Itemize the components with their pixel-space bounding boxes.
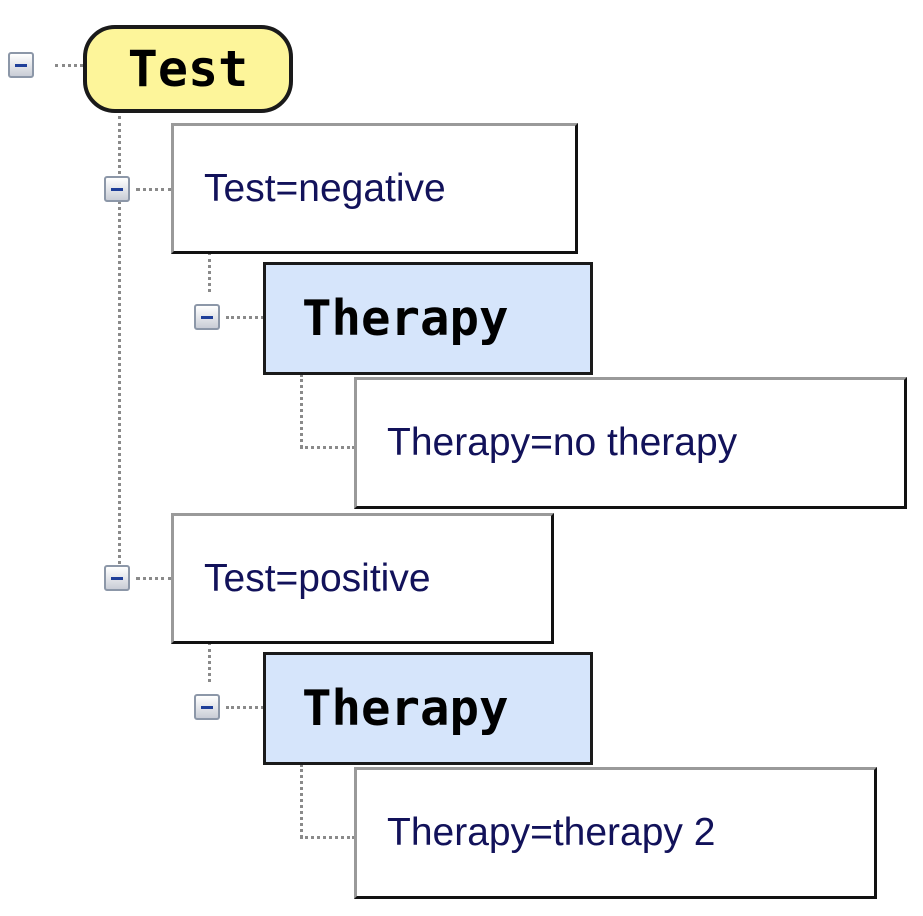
connector-line <box>136 577 172 580</box>
connector-line <box>55 64 83 67</box>
chance-node-label: Test <box>127 40 249 98</box>
leaf-node-no-therapy[interactable]: Therapy=no therapy <box>354 377 907 509</box>
leaf-node-label: Therapy=therapy 2 <box>387 811 716 854</box>
state-node-label: Test=negative <box>204 166 446 210</box>
collapse-toggle-test-positive[interactable] <box>104 565 130 591</box>
state-node-test-positive[interactable]: Test=positive <box>171 513 554 644</box>
connector-line <box>118 116 121 576</box>
chance-node-test[interactable]: Test <box>83 25 293 113</box>
collapse-toggle-therapy-1[interactable] <box>194 304 220 330</box>
decision-node-therapy-1[interactable]: Therapy <box>263 262 593 375</box>
connector-line <box>300 374 303 448</box>
decision-node-label: Therapy <box>302 290 509 347</box>
connector-line <box>208 252 211 292</box>
connector-line <box>208 642 211 682</box>
collapse-toggle-therapy-2[interactable] <box>194 694 220 720</box>
collapse-toggle-test-negative[interactable] <box>104 176 130 202</box>
connector-line <box>300 446 355 449</box>
decision-node-label: Therapy <box>302 680 509 737</box>
decision-node-therapy-2[interactable]: Therapy <box>263 652 593 765</box>
connector-line <box>136 188 172 191</box>
leaf-node-label: Therapy=no therapy <box>387 421 738 464</box>
state-node-test-negative[interactable]: Test=negative <box>171 123 578 254</box>
leaf-node-therapy-2[interactable]: Therapy=therapy 2 <box>354 767 877 899</box>
connector-line <box>226 706 264 709</box>
connector-line <box>300 764 303 838</box>
connector-line <box>226 316 264 319</box>
state-node-label: Test=positive <box>204 556 431 600</box>
connector-line <box>300 836 355 839</box>
collapse-toggle-root[interactable] <box>8 52 34 78</box>
